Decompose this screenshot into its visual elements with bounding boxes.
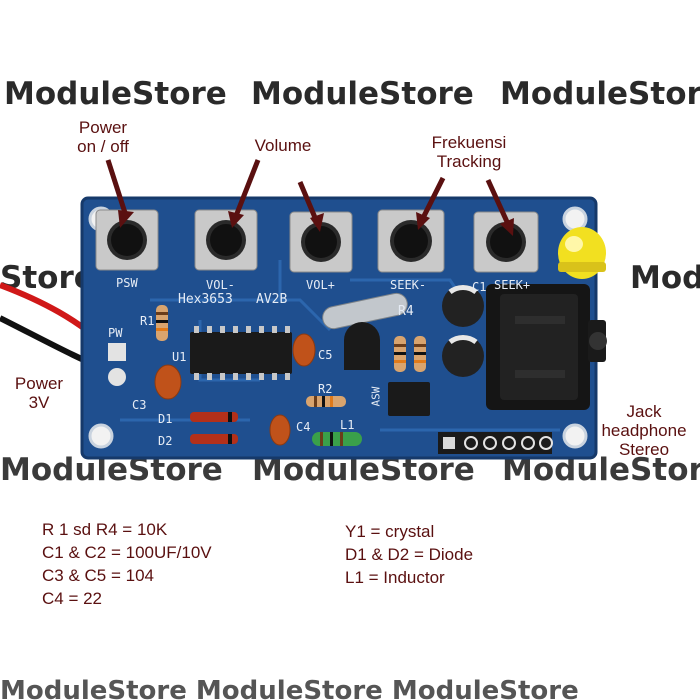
silk-version: AV2B [256,292,288,307]
silk-l1: L1 [340,418,355,432]
legend-item: C3 & C5 = 104 [42,566,154,585]
silk-pw: PW [108,326,123,340]
callout-volume: Volume [254,136,312,155]
watermark-text: ModuleStore [4,76,227,112]
ceramic-capacitors [154,333,316,446]
callout-tracking: Frekuensi Tracking [431,133,507,171]
silk-c5: C5 [318,348,333,362]
silk-c4: C4 [296,420,311,434]
watermark-text-cut: ModuleStore ModuleStore ModuleStore [0,676,579,700]
ic-chip [190,326,292,380]
legend-right: Y1 = crystal D1 & D2 = Diode L1 = Induct… [345,520,473,589]
watermark-text: Mod [630,260,700,296]
tactile-buttons [95,209,539,273]
silk-seek-minus: SEEK- [390,278,427,292]
callout-power-input: Power 3V [14,374,64,412]
header-pins [438,432,553,454]
silk-vol-plus: VOL+ [306,278,335,292]
silk-r2: R2 [318,382,333,396]
legend-item: D1 & D2 = Diode [345,545,474,564]
power-pads [108,343,126,386]
legend-item: L1 = Inductor [345,568,445,587]
silk-u1: U1 [172,350,187,364]
silk-r1: R1 [140,314,155,328]
inductor [312,432,362,446]
asw-switch [388,382,430,416]
crystal [322,292,408,330]
callout-power-switch: Power on / off [77,118,129,156]
watermark-text: ModuleStore [251,76,474,112]
silk-c3: C3 [132,398,147,412]
callout-arrows [105,159,514,236]
silk-chip: Hex3653 [178,292,233,307]
legend-item: R 1 sd R4 = 10K [42,520,168,539]
silk-r4: R4 [398,304,414,319]
headphone-jack [486,284,607,410]
silk-d2: D2 [158,434,173,448]
transistor [344,322,380,370]
callout-jack: Jack headphone Stereo [601,402,687,459]
silk-asw: ASW [369,386,383,407]
silk-psw: PSW [116,276,138,290]
electrolytic-capacitors [442,285,484,377]
watermark-text: ModuleStore [500,76,700,112]
legend-item: C4 = 22 [42,589,103,608]
legend-left: R 1 sd R4 = 10K C1 & C2 = 100UF/10V C3 &… [42,518,212,610]
silk-d1: D1 [158,412,173,426]
silk-seek-plus: SEEK+ [494,278,531,292]
diodes [190,412,238,444]
silk-c1: C1 [472,280,487,294]
legend-item: Y1 = crystal [345,522,435,541]
resistors [156,305,426,407]
led [558,227,606,279]
silk-vol-minus: VOL- [206,278,235,292]
legend-item: C1 & C2 = 100UF/10V [42,543,212,562]
